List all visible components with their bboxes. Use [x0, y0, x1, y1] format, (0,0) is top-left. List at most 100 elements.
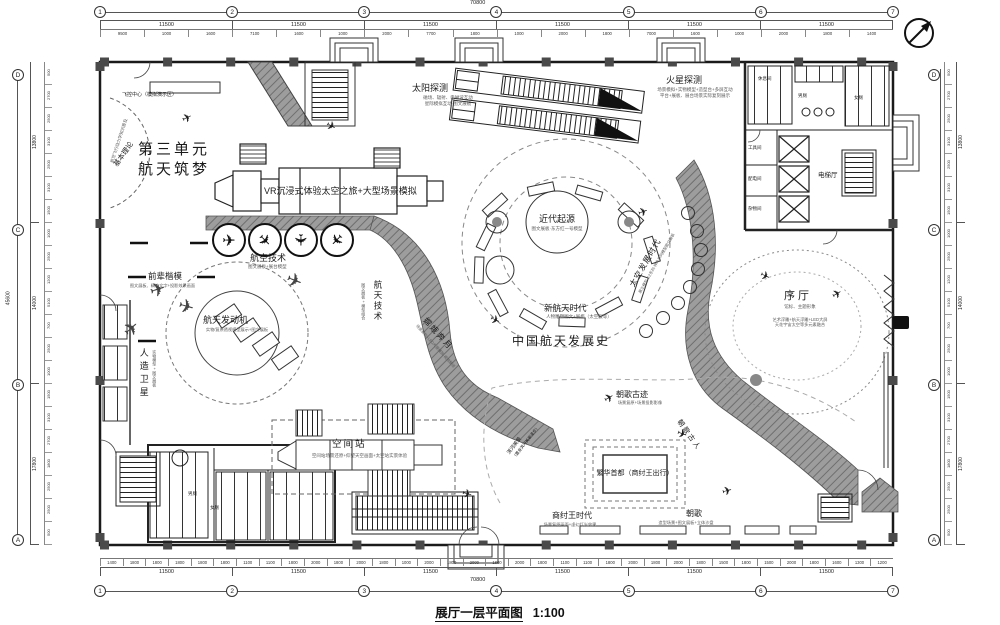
grid-bubble: D	[928, 69, 940, 81]
title-text: 展厅一层平面图	[435, 606, 523, 622]
dim-value: 1100	[575, 559, 599, 566]
zone-label-engine: 航天发动机	[203, 315, 249, 325]
grid-bubble: 1	[94, 585, 106, 597]
dim-value: 3100	[45, 177, 52, 200]
dim-value: 1800	[439, 559, 463, 566]
dim-value: 1600	[276, 30, 320, 37]
colonnade	[639, 206, 708, 338]
dim-value: 13800	[31, 62, 39, 223]
dim-value: 1800	[802, 559, 825, 566]
dim-value: 2000	[540, 30, 585, 37]
dim-value: 11500	[496, 21, 628, 29]
dim-value: 1200	[945, 269, 952, 292]
dim-value: 9500	[100, 30, 144, 37]
grid-bubble: A	[12, 534, 24, 546]
seat-circles	[485, 210, 641, 234]
dim-value: 2500	[45, 499, 52, 522]
dim-value: 1500	[45, 384, 52, 407]
dim-value: 1000	[496, 30, 541, 37]
dim-value: 2500	[945, 154, 952, 177]
dim-value: 1100	[258, 559, 282, 566]
dim-value: 2500	[45, 246, 52, 269]
dim-value: 3100	[945, 407, 952, 430]
central-exhibit	[461, 138, 708, 348]
dim-value: 1500	[757, 559, 780, 566]
room-label-power: 配电间	[748, 176, 762, 181]
dim-value: 2000	[779, 559, 803, 566]
dim-value: 11500	[364, 21, 496, 29]
dim-value: 1800	[945, 453, 952, 476]
room-label-male-wc-bl: 男厕	[188, 491, 197, 496]
dim-value: 1800	[281, 559, 304, 566]
zone-label-mars: 火星探测	[666, 75, 703, 85]
zone-label-lobby: 序厅	[784, 290, 812, 302]
grid-bubble: 4	[490, 6, 503, 18]
grid-bubble: B	[12, 379, 24, 391]
space-station	[271, 403, 456, 497]
dim-value: 1800	[213, 559, 236, 566]
pioneer-dashes	[128, 241, 215, 343]
dim-value: 2000	[462, 559, 486, 566]
dim-value: 1600	[825, 559, 848, 566]
dim-value: 11500	[496, 568, 628, 576]
dim-value: 2500	[945, 499, 952, 522]
room-label-sundry: 杂物间	[748, 206, 762, 211]
zone-sub-modern: 图文展板·东方红一号模型	[531, 226, 583, 231]
dim-value: 2500	[945, 338, 952, 361]
grid-bubble: D	[12, 69, 24, 81]
dim-value: 2700	[945, 85, 952, 108]
engine-exhibit	[165, 261, 309, 405]
dim-value: 7000	[628, 30, 673, 37]
north-arrow-icon	[904, 18, 934, 48]
zone-sub-aviation: 图文展板+展台模型	[248, 264, 287, 269]
room-label-rest: 休息间	[758, 76, 772, 81]
title-scale: 1:100	[532, 606, 565, 620]
top-right-stair	[841, 149, 877, 197]
dim-value: 2500	[45, 476, 52, 499]
elevator-shafts	[778, 135, 810, 223]
dim-value: 1800	[190, 559, 214, 566]
zone-label-history: 中国航天发展史	[512, 334, 611, 348]
dim-value: 1800	[584, 30, 629, 37]
aviation-icons: ✈ ✈ ✈ ✈	[212, 223, 354, 257]
grid-bubble: B	[928, 379, 940, 391]
bottom-right-stair	[817, 493, 853, 523]
zone-sub-mars: 场景模拟+实物模型+造型台+多屏互动平台+展板、展台场景实际复刻展示	[657, 87, 733, 98]
dim-value: 1800	[452, 30, 497, 37]
dim-value: 1800	[326, 559, 350, 566]
dim-value: 1600	[672, 30, 717, 37]
dim-value: 1500	[711, 559, 735, 566]
zone-label-unit3: 第三单元 航天筑梦	[138, 140, 210, 179]
dim-value: 2500	[45, 108, 52, 131]
room-label-elevator-hall: 电梯厅	[818, 172, 838, 179]
zone-sub-space-tech: 图文展板+模型组合	[361, 283, 367, 320]
dim-value: 700	[45, 315, 52, 338]
dim-value: 11500	[100, 21, 232, 29]
zone-sub-shang-era: 场景复原画面+虚幻灯光效果	[543, 522, 597, 527]
zone-sub-station: 空间站场景还原+仰望天空画面+太空站实景体验	[311, 453, 408, 458]
zone-label-shang-era: 商纣王时代	[552, 511, 592, 520]
top-left-stair	[149, 61, 356, 127]
dim-value: 1600	[188, 30, 232, 37]
grid-bubble: 6	[754, 585, 767, 597]
dim-value: 700	[945, 315, 952, 338]
grid-bubble: 3	[358, 585, 371, 597]
dim-value: 11500	[232, 21, 364, 29]
zone-label-zhaoge: 朝歌	[686, 509, 702, 518]
dark-marker	[893, 316, 909, 329]
dim-value: 1800	[530, 559, 553, 566]
zone-label-space-tech: 航天技术	[373, 280, 384, 322]
dim-value: 13800	[957, 62, 965, 223]
basic-theory-arc	[109, 97, 151, 209]
dim-value: 1100	[553, 559, 576, 566]
bottom-left-restrooms	[115, 444, 336, 543]
dim-value: 1400	[100, 559, 123, 566]
